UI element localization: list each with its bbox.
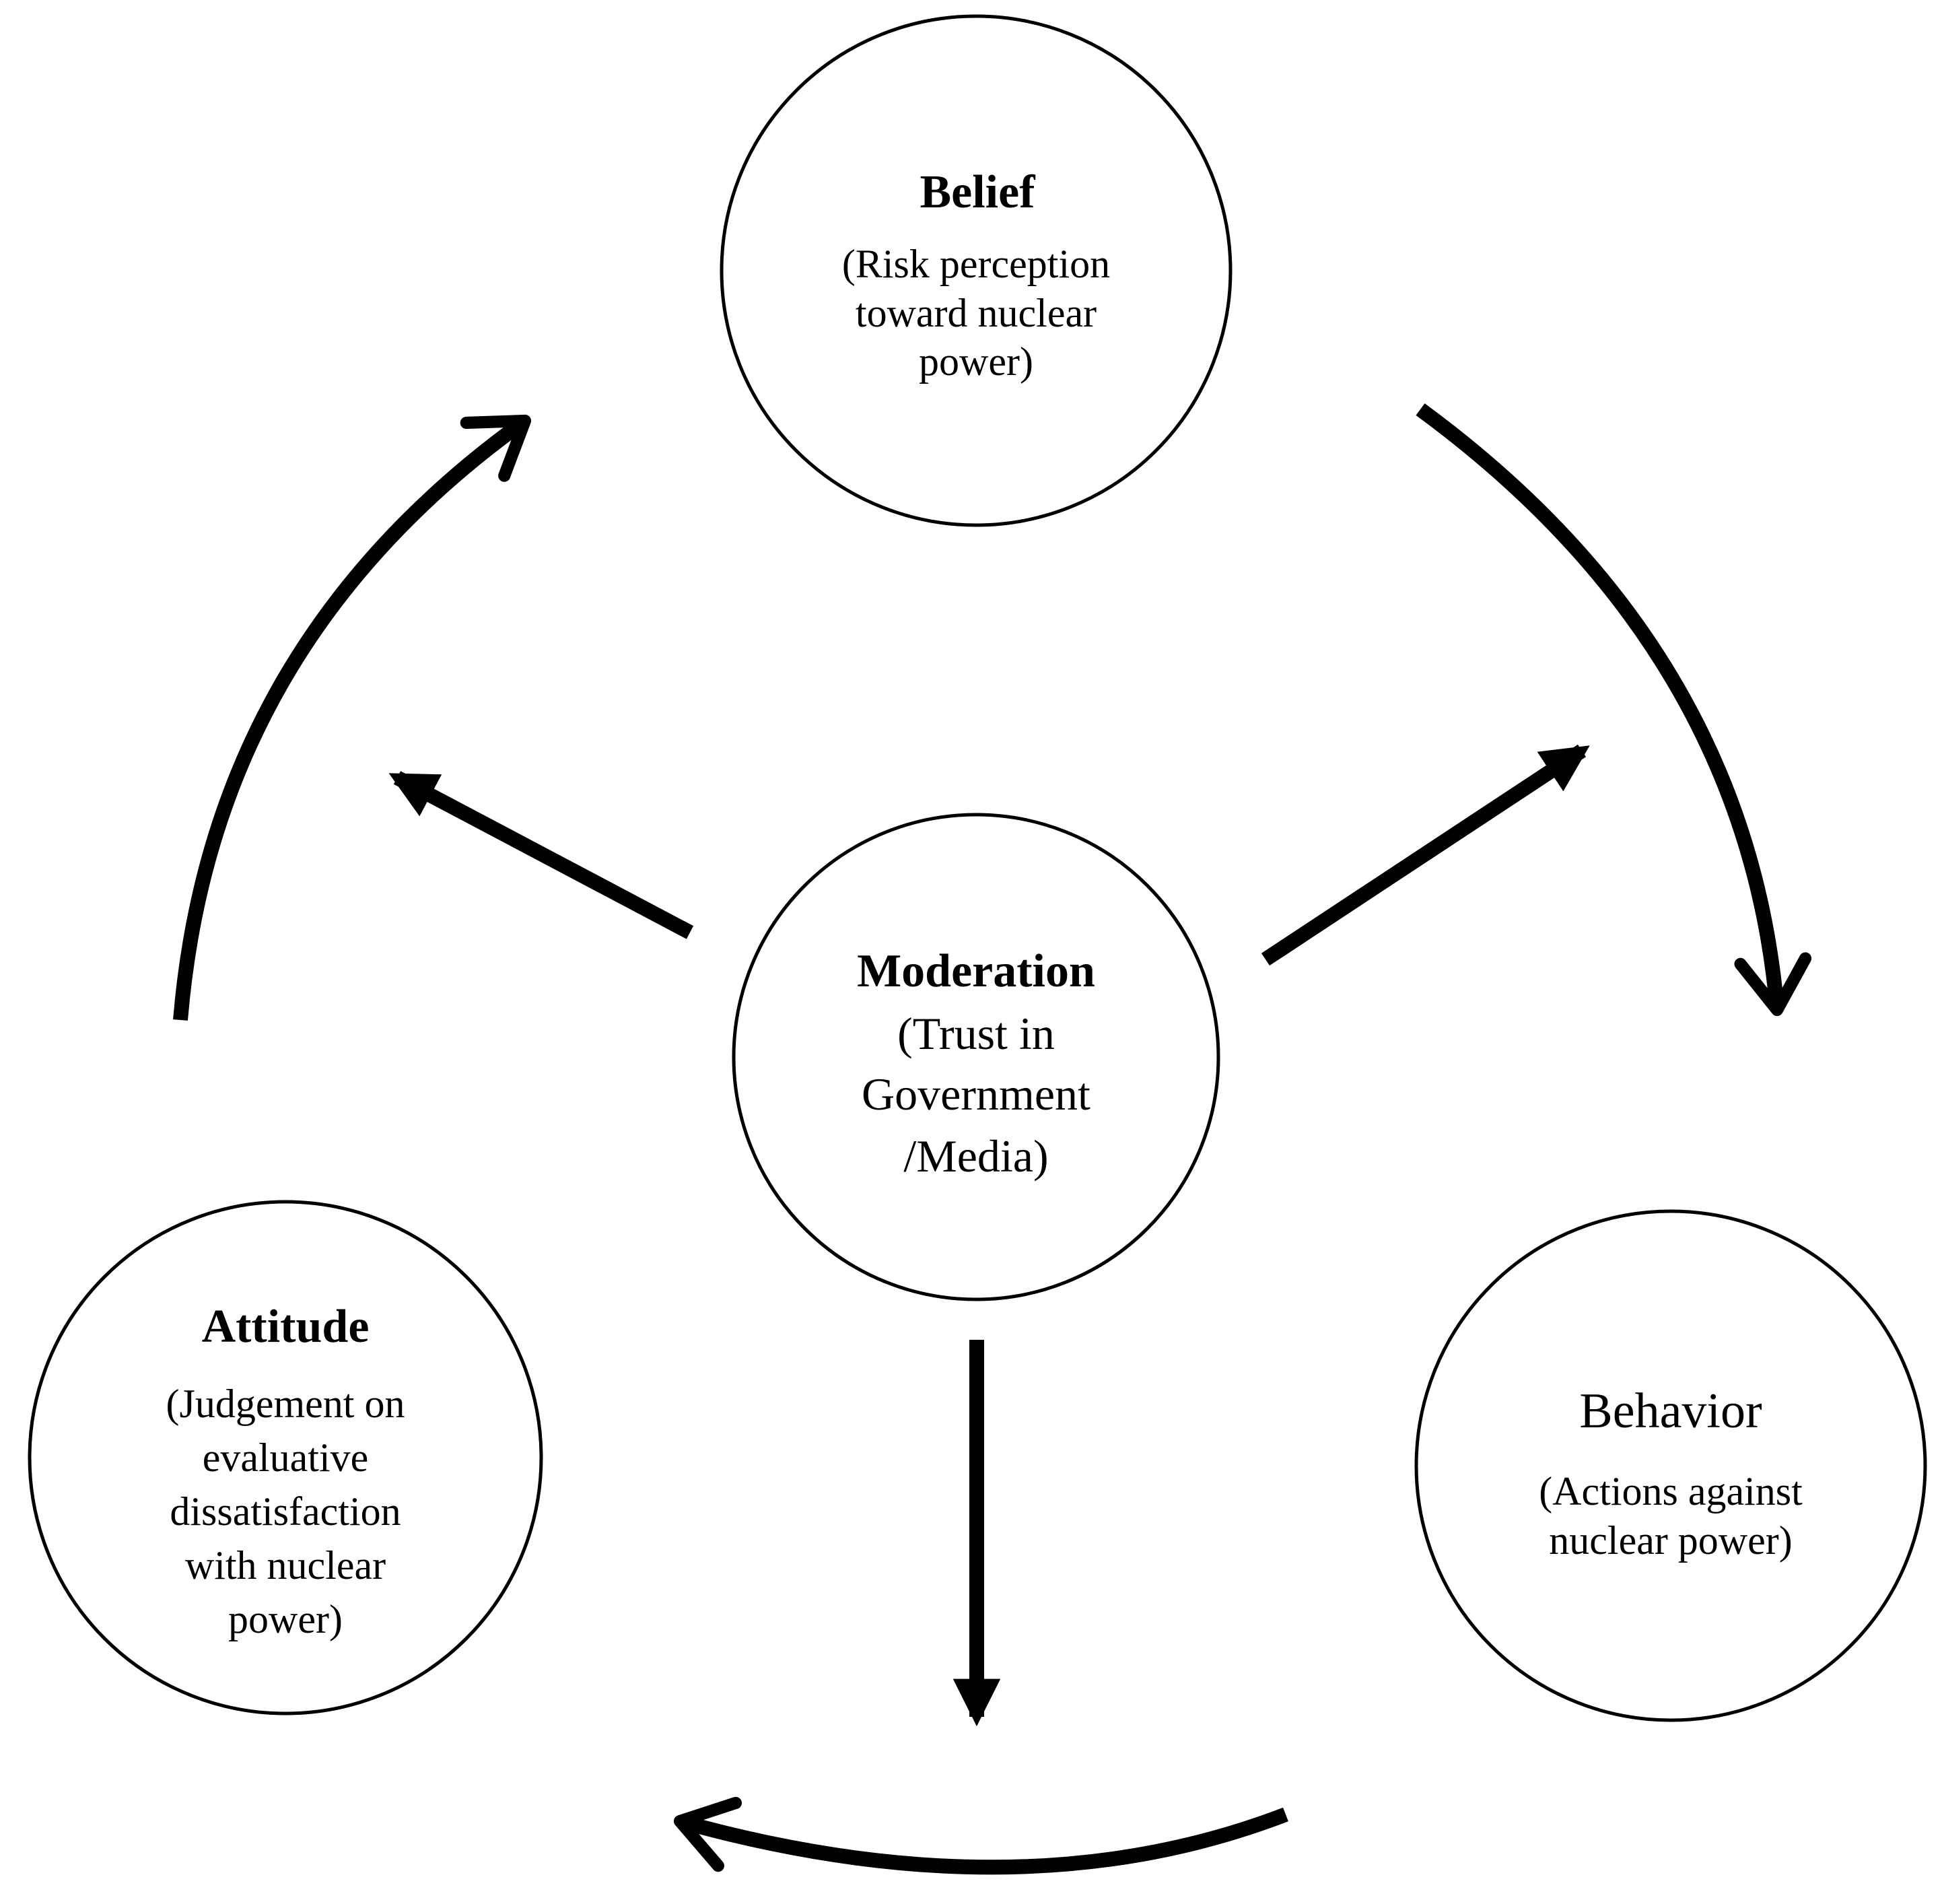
node-attitude: Attitude (Judgement on evaluative dissat…: [28, 1200, 543, 1715]
attitude-circle: [28, 1200, 543, 1715]
belief-line-1: (Risk perception: [842, 242, 1110, 286]
attitude-line-3: dissatisfaction: [170, 1489, 401, 1534]
node-behavior: Behavior (Actions against nuclear power): [1414, 1209, 1927, 1722]
node-moderation: Moderation (Trust in Government /Media): [732, 813, 1220, 1301]
behavior-circle: [1414, 1209, 1927, 1722]
attitude-line-1: (Judgement on: [166, 1382, 405, 1426]
moderation-circle: [732, 813, 1220, 1301]
belief-title: Belief: [920, 166, 1035, 218]
behavior-line-2: nuclear power): [1549, 1518, 1792, 1563]
attitude-title: Attitude: [202, 1301, 370, 1353]
behavior-line-1: (Actions against: [1539, 1469, 1803, 1514]
arrow-behavior-to-attitude: [673, 1796, 1288, 1875]
moderation-title: Moderation: [857, 945, 1095, 997]
arrow-moderation-to-left: [388, 771, 694, 939]
belief-line-3: power): [919, 339, 1033, 384]
arrow-attitude-to-belief: [173, 414, 532, 1021]
behavior-title: Behavior: [1579, 1384, 1762, 1439]
arrow-belief-to-behavior: [1416, 403, 1812, 1017]
belief-circle: [720, 14, 1233, 527]
moderation-line-3: /Media): [903, 1130, 1048, 1182]
arrow-moderation-to-right: [1261, 744, 1590, 966]
attitude-line-5: power): [228, 1597, 343, 1641]
attitude-line-2: evaluative: [203, 1435, 369, 1480]
attitude-line-4: with nuclear: [185, 1543, 386, 1588]
belief-line-2: toward nuclear: [856, 291, 1097, 335]
moderation-line-1: (Trust in: [897, 1008, 1055, 1059]
moderation-line-2: Government: [862, 1068, 1090, 1120]
node-belief: Belief (Risk perception toward nuclear p…: [720, 14, 1233, 527]
